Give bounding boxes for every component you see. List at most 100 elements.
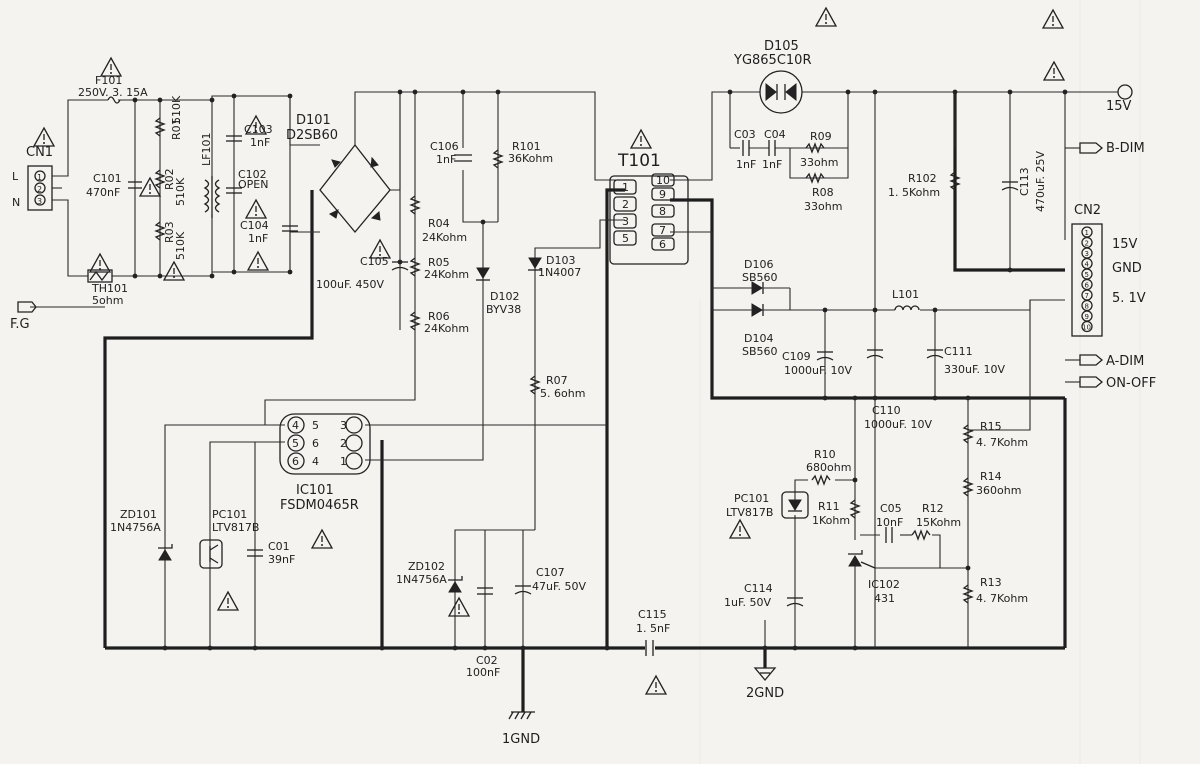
- c109-value: 1000uF. 10V: [784, 364, 853, 377]
- c03-value: 1nF: [736, 158, 756, 171]
- resistor-r07: [529, 375, 541, 395]
- r09-value: 33ohm: [800, 156, 838, 169]
- warning-triangle-icon: [99, 56, 123, 77]
- out-15v-label: 15V: [1106, 99, 1132, 114]
- capacitor-c103: [226, 135, 242, 142]
- r14-label: R14: [980, 470, 1002, 483]
- c102-label: C102: [238, 168, 267, 181]
- t101-pin: 2: [622, 198, 629, 211]
- resistor-r08: [805, 172, 825, 184]
- cn1-pin: 2: [37, 185, 42, 194]
- r12-label: R12: [922, 502, 944, 515]
- ground-icon: [508, 711, 535, 720]
- capacitor-c01: [247, 549, 263, 557]
- r01-value: 510K: [170, 95, 183, 124]
- resistor-r102: [949, 171, 961, 191]
- r102-label: R102: [908, 172, 937, 185]
- t101-pin: 5: [622, 232, 629, 245]
- junction-dot: [209, 273, 215, 279]
- junction-dot: [822, 395, 828, 401]
- r13-value: 4. 7Kohm: [976, 592, 1028, 605]
- warning-triangle-icon: [88, 252, 112, 273]
- resistor-r14: [962, 477, 974, 497]
- warning-triangle-icon: [629, 128, 653, 149]
- bridge-rectifier-d101: [319, 143, 391, 234]
- pc101-primary-label: PC101: [212, 508, 247, 521]
- d101-label: D101: [296, 113, 331, 128]
- capacitor-c101: [128, 181, 142, 189]
- capacitor-c104: [282, 225, 298, 232]
- junction-dot: [1062, 89, 1068, 95]
- capacitor-c05: [885, 527, 893, 543]
- lf101-label: LF101: [200, 133, 213, 166]
- cn2-pin-number: 1: [1085, 229, 1089, 237]
- cn1-l-label: L: [12, 170, 19, 183]
- r04-label: R04: [428, 217, 450, 230]
- line-filter-lf101: [203, 176, 221, 218]
- junction-dot: [965, 395, 971, 401]
- cn2-pin-number: 10: [1082, 324, 1091, 332]
- d103-label: D103: [546, 254, 575, 267]
- junction-dot: [162, 645, 168, 651]
- d104-value: SB560: [742, 345, 778, 358]
- resistor-r15: [962, 424, 974, 444]
- c103-value: 1nF: [250, 136, 270, 149]
- junction-dot: [872, 307, 878, 313]
- resistor-r101: [492, 149, 504, 169]
- cn2-15v-label: 15V: [1112, 237, 1138, 252]
- junction-dot: [520, 645, 526, 651]
- junction-dot: [412, 89, 418, 95]
- r07-value: 5. 6ohm: [540, 387, 585, 400]
- cn2-pin-number: 5: [1085, 271, 1089, 279]
- warning-triangle-icon: [814, 6, 838, 27]
- resistor-r02: [154, 169, 166, 189]
- c04-label: C04: [764, 128, 786, 141]
- c113-label: C113: [1018, 167, 1031, 196]
- r04-value: 24Kohm: [422, 231, 467, 244]
- fuse-f101: [107, 96, 121, 104]
- ic101-pin: 4: [292, 419, 299, 432]
- ic101-pin: 5: [292, 437, 299, 450]
- resistor-r10: [811, 474, 831, 486]
- c114-value: 1uF. 50V: [724, 596, 772, 609]
- diode-d104: [735, 303, 790, 317]
- junction-dot: [397, 89, 403, 95]
- resistor-r06: [409, 311, 421, 331]
- d105-label: D105: [764, 39, 799, 54]
- junction-dot: [965, 565, 971, 571]
- cn2-pin-number: 9: [1085, 313, 1089, 321]
- warning-triangle-icon: [728, 518, 752, 539]
- junction-dot: [132, 273, 138, 279]
- r07-label: R07: [546, 374, 568, 387]
- r101-label: R101: [512, 140, 541, 153]
- junction-dot: [1007, 89, 1013, 95]
- junction-dot: [287, 269, 293, 275]
- junction-dot: [845, 89, 851, 95]
- junction-dot: [932, 395, 938, 401]
- r102-value: 1. 5Kohm: [888, 186, 940, 199]
- junction-dot: [852, 477, 858, 483]
- pc101-secondary-label: PC101: [734, 492, 769, 505]
- junction-dot: [132, 97, 138, 103]
- junction-dot: [209, 97, 215, 103]
- warning-triangle-icon: [1042, 60, 1066, 81]
- junction-dot: [727, 89, 733, 95]
- junction-dot: [231, 269, 237, 275]
- c02-label: C02: [476, 654, 498, 667]
- junction-dot: [460, 89, 466, 95]
- r05-label: R05: [428, 256, 450, 269]
- warning-triangle-icon: [138, 176, 162, 197]
- zd101-value: 1N4756A: [110, 521, 161, 534]
- cn1-pin: 3: [37, 197, 42, 206]
- c107-label: C107: [536, 566, 565, 579]
- r09-label: R09: [810, 130, 832, 143]
- cn1-connector: 1 2 3: [27, 165, 53, 211]
- transformer-t101: 1 2 3 5 10 9 8 7 6: [609, 173, 689, 265]
- c02-value: 100nF: [466, 666, 500, 679]
- r08-label: R08: [812, 186, 834, 199]
- capacitor-c115: [645, 640, 654, 656]
- junction-dot: [452, 645, 458, 651]
